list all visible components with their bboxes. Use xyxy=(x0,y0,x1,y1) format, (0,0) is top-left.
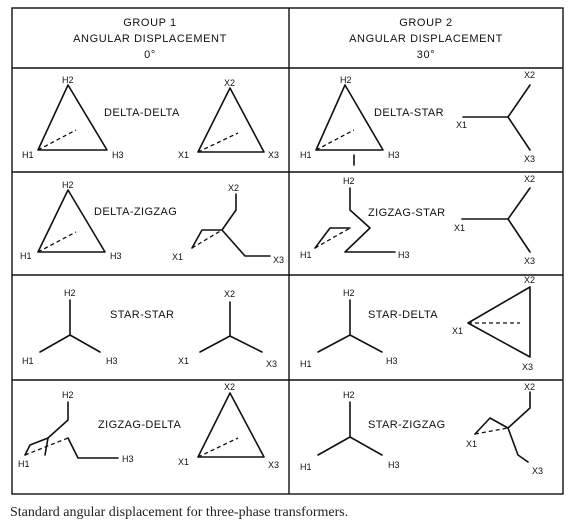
star-delta-h2-label: H2 xyxy=(343,288,355,298)
zigzag-star-name: ZIGZAG-STAR xyxy=(368,207,446,219)
star-delta-h1-label: H1 xyxy=(300,359,312,369)
cell-star-star: H2 H1 H3 STAR-STAR X2 X1 X3 xyxy=(22,288,277,369)
zigzag-delta-x2-label: X2 xyxy=(224,382,235,392)
delta-zigzag-h3-label: H3 xyxy=(110,251,122,261)
star-zigzag-x2-label: X2 xyxy=(524,382,535,392)
delta-star-name: DELTA-STAR xyxy=(374,107,444,119)
star-delta-x1-label: X1 xyxy=(452,326,463,336)
figure-caption: Standard angular displacement for three-… xyxy=(10,505,349,520)
star-star-name: STAR-STAR xyxy=(110,309,174,321)
zigzag-star-x1-label: X1 xyxy=(454,223,465,233)
table-frame xyxy=(11,7,564,495)
star-delta-name: STAR-DELTA xyxy=(368,309,438,321)
star-zigzag-h2-label: H2 xyxy=(343,390,355,400)
group2-title: GROUP 2 xyxy=(399,17,453,29)
delta-delta-name: DELTA-DELTA xyxy=(104,107,180,119)
zigzag-delta-h2-label: H2 xyxy=(62,390,74,400)
group1-title: GROUP 1 xyxy=(123,17,177,29)
group2-angle: 30° xyxy=(417,49,435,61)
zigzag-delta-h1-label: H1 xyxy=(18,459,30,469)
zigzag-delta-x1-label: X1 xyxy=(178,457,189,467)
delta-star-x3-label: X3 xyxy=(524,154,535,164)
delta-star-x2-label: X2 xyxy=(524,70,535,80)
zigzag-star-h2-label: H2 xyxy=(343,176,355,186)
group1-angle: 0° xyxy=(144,49,156,61)
star-zigzag-x3-label: X3 xyxy=(532,466,543,476)
delta-delta-x3-label: X3 xyxy=(268,150,279,160)
star-star-h2-label: H2 xyxy=(64,288,76,298)
cell-zigzag-star: H2 H1 H3 ZIGZAG-STAR X2 X1 X3 xyxy=(300,174,535,266)
zigzag-star-x3-label: X3 xyxy=(524,256,535,266)
star-zigzag-h3-label: H3 xyxy=(388,460,400,470)
cell-zigzag-delta: H2 H1 H3 ZIGZAG-DELTA X2 X1 X3 xyxy=(18,382,279,470)
delta-delta-x1-label: X1 xyxy=(178,150,189,160)
delta-delta-h1-label: H1 xyxy=(22,150,34,160)
delta-zigzag-h2-label: H2 xyxy=(62,180,74,190)
zigzag-delta-h3-label: H3 xyxy=(122,454,134,464)
delta-delta-h3-label: H3 xyxy=(112,150,124,160)
delta-zigzag-x1-label: X1 xyxy=(172,252,183,262)
delta-star-h1-label: H1 xyxy=(300,150,312,160)
star-star-h3-label: H3 xyxy=(106,356,118,366)
delta-delta-x2-label: X2 xyxy=(224,78,235,88)
star-delta-x2-label: X2 xyxy=(524,275,535,285)
delta-zigzag-h1-label: H1 xyxy=(20,251,32,261)
cell-delta-delta: H2 H1 H3 DELTA-DELTA X2 X1 X3 xyxy=(22,75,279,160)
zigzag-star-h1-label: H1 xyxy=(300,250,312,260)
cell-delta-star: H2 H1 H3 DELTA-STAR X2 X1 X3 xyxy=(300,70,535,166)
group2-header: GROUP 2 ANGULAR DISPLACEMENT 30° xyxy=(349,17,503,61)
group1-header: GROUP 1 ANGULAR DISPLACEMENT 0° xyxy=(73,17,227,61)
zigzag-star-h3-label: H3 xyxy=(398,250,410,260)
zigzag-delta-name: ZIGZAG-DELTA xyxy=(98,419,181,431)
group2-subtitle: ANGULAR DISPLACEMENT xyxy=(349,33,503,45)
zigzag-star-x2-label: X2 xyxy=(524,174,535,184)
star-star-x2-label: X2 xyxy=(224,289,235,299)
delta-zigzag-x3-label: X3 xyxy=(273,255,284,265)
vector-group-diagram: GROUP 1 ANGULAR DISPLACEMENT 0° GROUP 2 … xyxy=(11,7,564,495)
cell-star-zigzag: H2 H1 H3 STAR-ZIGZAG X2 X1 X3 xyxy=(300,382,543,476)
delta-star-x1-label: X1 xyxy=(456,120,467,130)
group1-subtitle: ANGULAR DISPLACEMENT xyxy=(73,33,227,45)
delta-zigzag-name: DELTA-ZIGZAG xyxy=(94,206,177,218)
star-star-x1-label: X1 xyxy=(178,356,189,366)
star-star-x3-label: X3 xyxy=(266,359,277,369)
star-zigzag-x1-label: X1 xyxy=(466,439,477,449)
zigzag-delta-x3-label: X3 xyxy=(268,460,279,470)
delta-delta-h2-label: H2 xyxy=(62,75,74,85)
delta-star-h2-label: H2 xyxy=(340,75,352,85)
star-delta-x3-label: X3 xyxy=(522,362,533,372)
star-zigzag-name: STAR-ZIGZAG xyxy=(368,419,446,431)
delta-zigzag-x2-label: X2 xyxy=(228,183,239,193)
star-delta-h3-label: H3 xyxy=(386,356,398,366)
star-star-h1-label: H1 xyxy=(22,356,34,366)
delta-star-h3-label: H3 xyxy=(388,150,400,160)
cell-delta-zigzag: H2 H1 H3 DELTA-ZIGZAG X2 X1 X3 xyxy=(20,180,284,265)
cell-star-delta: H2 H1 H3 STAR-DELTA X2 X1 X3 xyxy=(300,275,535,372)
star-zigzag-h1-label: H1 xyxy=(300,462,312,472)
